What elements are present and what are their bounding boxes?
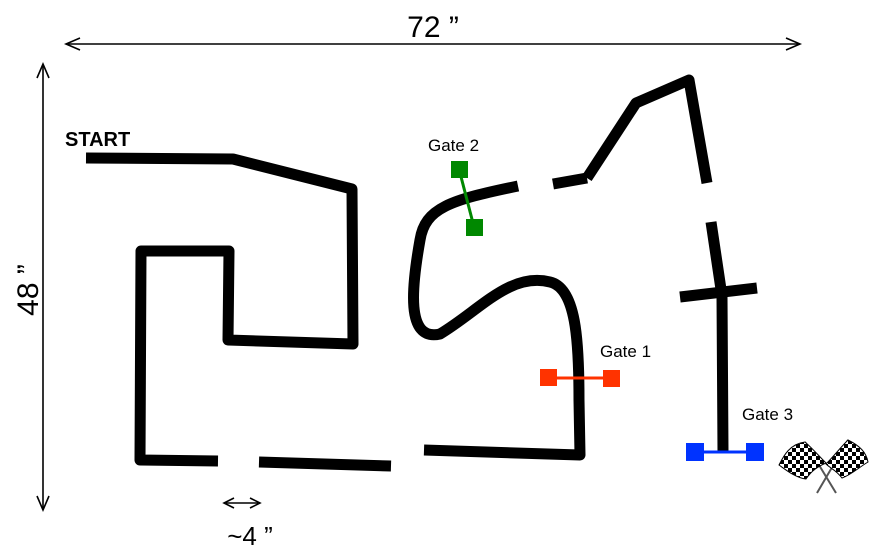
track-cross-bar <box>679 282 758 303</box>
track-segment-upper <box>582 74 713 184</box>
gap-label: ~4 ” <box>227 521 273 551</box>
width-label: 72 ” <box>407 11 459 44</box>
gap-dimension: ~4 ” <box>222 497 273 551</box>
gate-1-label: Gate 1 <box>600 342 651 361</box>
checkered-flags-icon <box>778 439 869 494</box>
width-dimension: 72 ” <box>63 11 803 51</box>
height-label: 48 ” <box>12 264 45 316</box>
track <box>85 74 758 472</box>
gate-3: Gate 3 <box>686 405 793 461</box>
track-segment-bottom <box>258 456 392 472</box>
track-segment-final <box>705 221 729 453</box>
height-dimension: 48 ” <box>12 61 50 513</box>
track-segment-gate2-right <box>552 172 588 190</box>
gate-2: Gate 2 <box>428 136 483 236</box>
track-segment-s-curve <box>407 180 586 461</box>
start-label: START <box>65 129 130 151</box>
track-segment-start <box>85 152 359 467</box>
gate-2-label: Gate 2 <box>428 136 479 155</box>
gate-1: Gate 1 <box>540 342 651 387</box>
gate-3-label: Gate 3 <box>742 405 793 424</box>
